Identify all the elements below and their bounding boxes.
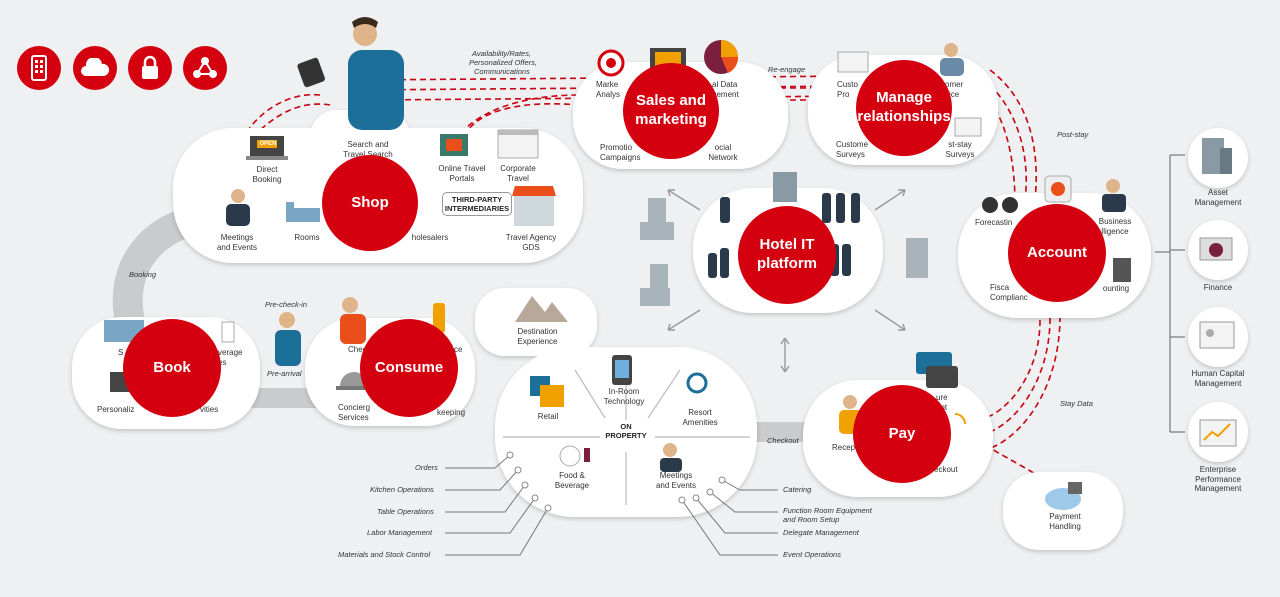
hub-book[interactable]: Book <box>123 319 221 417</box>
mobile-icon[interactable] <box>17 46 61 90</box>
label-activities: vities <box>200 405 219 414</box>
label-rooms: Rooms <box>294 233 320 242</box>
label-accounting: ounting <box>1102 284 1130 293</box>
callout-orders: Orders <box>415 463 438 472</box>
label-service: ce <box>454 345 463 354</box>
hub-shop[interactable]: Shop <box>322 155 418 251</box>
flow-label-stay-data: Stay Data <box>1060 399 1093 408</box>
flow-label-personalized: Personalized Offers, <box>469 58 537 67</box>
label-check-in: Chec <box>348 345 367 354</box>
hub-pay[interactable]: Pay <box>853 385 951 483</box>
network-icon[interactable] <box>183 46 227 90</box>
lock-icon[interactable] <box>128 46 172 90</box>
flow-label-pre-arrival: Pre-arrival <box>267 369 302 378</box>
flow-label-communications: Communications <box>474 67 530 76</box>
hub-consume[interactable]: Consume <box>360 319 458 417</box>
callout-delegate-management: Delegate Management <box>783 528 859 537</box>
label-suite: S <box>118 348 124 357</box>
label-search-travel: Search andTravel Search <box>343 140 393 159</box>
platform-arrows <box>667 189 906 373</box>
label-reception: Recep <box>832 443 856 452</box>
label-food-beverage: Food &Beverage <box>554 471 590 490</box>
flow-label-pre-check-in: Pre-check-in <box>265 300 308 309</box>
flow-label-checkout: Checkout <box>767 436 799 445</box>
callout-lines <box>445 454 778 556</box>
callout-table-operations: Table Operations <box>377 507 434 516</box>
label-wholesalers: holesalers <box>411 233 449 242</box>
callout-catering: Catering <box>783 485 812 494</box>
flow-label-reengage: Re-engage <box>768 65 806 74</box>
callout-event-operations: Event Operations <box>783 550 841 559</box>
callout-kitchen-operations: Kitchen Operations <box>370 485 434 494</box>
cloud-icon[interactable] <box>73 46 117 90</box>
flow-label-booking: Booking <box>129 270 157 279</box>
label-retail: Retail <box>537 412 559 421</box>
callout-function-room: Function Room Equipment <box>783 506 872 515</box>
flow-label-post-stay: Post-stay <box>1057 130 1089 139</box>
hub-account[interactable]: Account <box>1008 204 1106 302</box>
label-housekeeping: keeping <box>437 408 466 417</box>
flow-label-availability: Availability/Rates, <box>472 49 532 58</box>
callout-labor-management: Labor Management <box>367 528 433 537</box>
label-forecasting: Forecastin <box>975 218 1013 227</box>
right-bracket <box>1155 154 1185 433</box>
open-sign: OPEN <box>259 141 277 147</box>
callout-dots <box>506 451 726 512</box>
label-finance: Finance <box>1203 283 1233 292</box>
callout-materials-stock: Materials and Stock Control <box>338 550 431 559</box>
callout-room-setup: and Room Setup <box>783 515 840 524</box>
label-personalization: Personaliz <box>97 405 135 414</box>
